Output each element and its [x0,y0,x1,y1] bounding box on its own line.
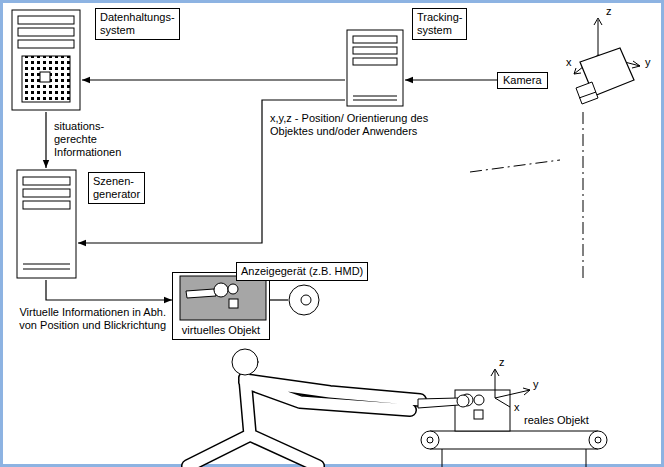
axis-head [574,68,581,74]
drive-bay [18,16,74,24]
axis-line [598,20,599,55]
drive-bay [353,58,397,65]
camera-lens [576,82,598,104]
axis-head [594,18,602,25]
edge-label: x,y,z - Position/ Orientierung des Objek… [270,112,435,138]
axis-head [523,388,530,395]
camera-box: Kamera [497,72,548,89]
axis-label: z [499,356,505,369]
person-outline [188,378,420,466]
part-label: reales Objekt [524,414,589,427]
server-switch [40,72,50,82]
case-slot [23,269,70,270]
node-label: Datenhaltungs- system [95,8,180,40]
drive-bay [353,36,397,43]
connector-arrow [270,299,288,300]
virtual-object-picture [180,276,266,320]
node-label: Tracking- system [412,8,467,40]
axis-head [491,369,499,376]
wrench [418,398,459,408]
node-label: Szenen- generator [88,172,145,204]
server-case [12,10,80,110]
roller [421,431,439,449]
drive-bay [23,201,70,209]
hmd-view [289,285,319,315]
camera [470,18,640,282]
virtual-object-frame: virtuelles Objekt [172,272,270,340]
tracking-computer [347,30,403,106]
connector-arrow [45,112,46,168]
connector-arrow [82,79,345,80]
axis-label: y [533,378,539,391]
virtual-wrench [186,289,216,298]
axis-head [632,61,640,68]
roller-axle [427,437,433,443]
drive-bay [23,177,70,185]
display-device: Anzeigegerät (z.B. HMD) [288,284,320,316]
drive-bay [23,189,70,197]
conveyor [421,431,607,467]
real-object [418,369,530,431]
virtual-part [229,299,238,308]
tracking-computer: Tracking- system [345,28,405,108]
scene-generator: Szenen- generator [15,168,78,280]
belt [430,449,598,450]
person-head [232,349,258,375]
axis-label: z [606,5,612,18]
hmd-eye [301,295,311,305]
server-grille [22,56,70,102]
object-part [474,395,484,405]
axis-label: x [514,401,520,414]
node-text: virtuelles Objekt [173,324,269,337]
view-axis [470,160,560,172]
axis-line [495,398,510,407]
wrench-jaw [457,395,469,407]
view-axis [583,112,584,282]
conveyor-leg [442,449,443,467]
scene-generator-computer [17,170,76,278]
hmd-circle [289,285,319,315]
virtual-jaw [214,283,228,297]
axis-label: x [566,56,572,69]
drive-bay [353,47,397,54]
node-text: Kamera [503,74,542,87]
object-part [474,410,483,419]
lens-ring [579,92,596,98]
virtual-object-ground [180,276,266,320]
person [188,349,420,466]
virtual-part [228,284,238,294]
edge-label: situations- gerechte Informationen [54,120,136,159]
database-server: Datenhaltungs- system [10,8,82,112]
database-server [12,10,80,110]
edge-label: Virtuelle Informationen in Abh. von Posi… [6,306,166,332]
conveyor-leg [586,449,587,467]
computer-case [347,30,403,106]
axis-line [495,370,496,398]
computer-case [17,170,76,278]
case-slot [353,100,397,101]
drive-bay [18,40,74,48]
case-slot [23,264,70,265]
connector-arrow [46,280,172,300]
roller-axle [595,437,601,443]
case-slot [353,96,397,97]
drive-bay [18,28,74,36]
node-label: Anzeigegerät (z.B. HMD) [236,262,368,281]
roller [589,431,607,449]
person-body [188,378,420,466]
axis-label: y [645,56,651,69]
connector-arrow [405,79,497,80]
